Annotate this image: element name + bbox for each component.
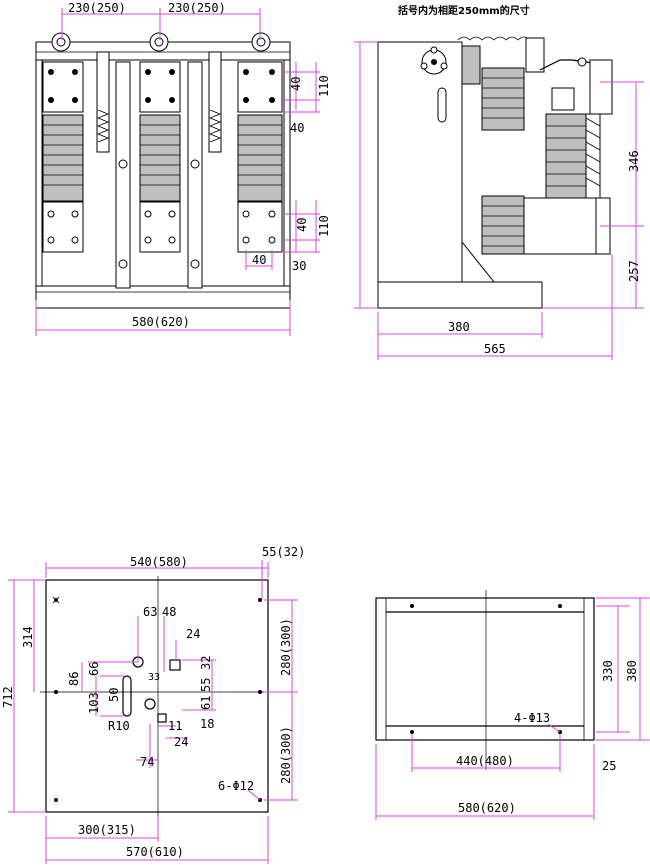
label-holes-4: 4-Φ13: [514, 711, 550, 725]
bottom-plan-view: 540(580) 55(32) 63 48 24 33 86 66 50 103…: [1, 545, 305, 864]
dim-314: 314: [21, 626, 35, 648]
dim-25: 25: [602, 759, 616, 773]
pole-3: [237, 32, 283, 253]
dim-570: 570(610): [126, 845, 184, 859]
dim-230-left: 230(250): [68, 1, 126, 15]
dim-48: 48: [162, 605, 176, 619]
dim-346: 346: [627, 150, 641, 172]
dim-330: 330: [601, 660, 615, 682]
dim-11: 11: [168, 719, 182, 733]
dim-110-top: 110: [317, 75, 331, 97]
dim-230-right: 230(250): [168, 1, 226, 15]
dim-50: 50: [107, 688, 121, 702]
dim-55: 55: [199, 678, 213, 692]
dim-40-mid: 40: [290, 121, 304, 135]
dim-540: 540(580): [130, 555, 188, 569]
dim-103: 103: [87, 692, 101, 714]
dim-440: 440(480): [456, 754, 514, 768]
pole-2: [139, 32, 222, 253]
dim-280-lower: 280(300): [279, 726, 293, 784]
dim-32: 32: [199, 656, 213, 670]
dim-580-front: 580(620): [132, 315, 190, 329]
dim-280-upper: 280(300): [279, 618, 293, 676]
dim-40-bottom: 40: [252, 253, 266, 267]
dim-380-base: 380: [625, 660, 639, 682]
dim-380-side: 380: [448, 320, 470, 334]
dim-110-low: 110: [317, 215, 331, 237]
dim-580-base: 580(620): [458, 801, 516, 815]
dim-63: 63: [143, 605, 157, 619]
dim-300: 300(315): [78, 823, 136, 837]
dim-712: 712: [1, 686, 15, 708]
dim-55-32: 55(32): [262, 545, 305, 559]
pole-1: [42, 32, 110, 253]
dim-86: 86: [67, 672, 81, 686]
dim-24-bottom: 24: [174, 735, 188, 749]
dim-40-low: 40: [295, 218, 309, 232]
dim-40-top: 40: [289, 77, 303, 91]
dim-257: 257: [627, 260, 641, 282]
dim-74: 74: [140, 755, 154, 769]
dim-r10: R10: [108, 719, 130, 733]
dimension-note: 括号内为相距250mm的尺寸: [398, 4, 530, 17]
dim-66: 66: [87, 662, 101, 676]
dim-24-top: 24: [186, 627, 200, 641]
base-view: 330 380 4-Φ13 440(480) 25 580(620): [375, 590, 650, 820]
dim-33: 33: [148, 672, 160, 683]
label-holes-6: 6-Φ12: [218, 779, 254, 793]
dim-565: 565: [484, 342, 506, 356]
side-view: 括号内为相距250mm的尺寸: [354, 4, 644, 360]
dim-18: 18: [200, 717, 214, 731]
dim-61: 61: [199, 696, 213, 710]
front-view: 230(250) 230(250) 40 110 40 40 110 40 30…: [35, 1, 331, 336]
dim-30: 30: [292, 259, 306, 273]
